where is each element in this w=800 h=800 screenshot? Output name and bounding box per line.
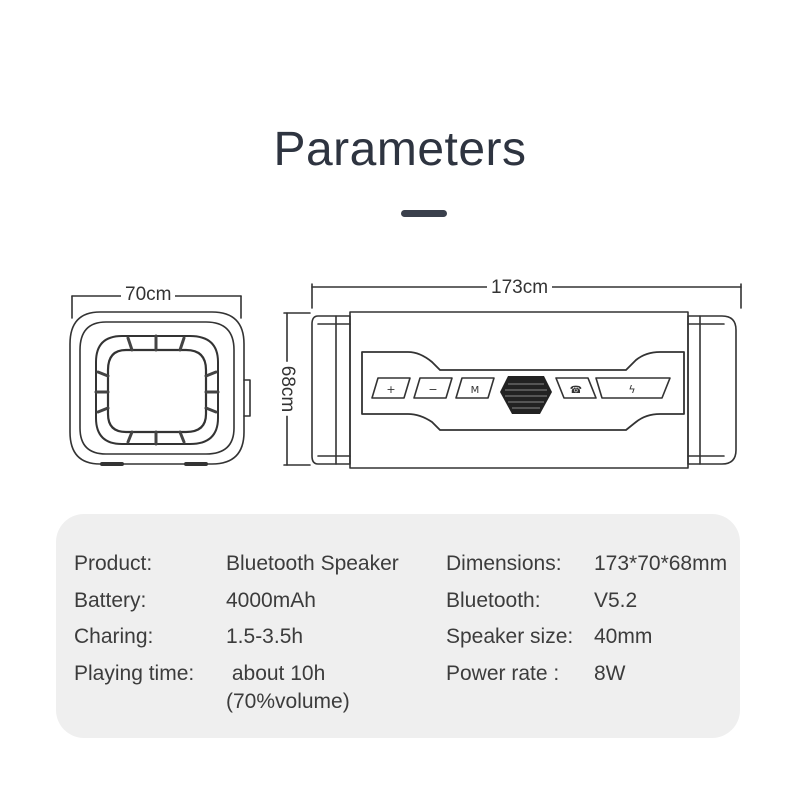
spec-label-speaker-size: Speaker size: xyxy=(446,625,574,648)
phone-icon: ☎ xyxy=(570,385,582,396)
spec-card xyxy=(56,514,740,738)
center-grille xyxy=(500,376,552,414)
minus-icon: − xyxy=(428,383,437,396)
spec-value-charging: 1.5-3.5h xyxy=(226,625,304,648)
spec-label-power-rate: Power rate : xyxy=(446,662,560,685)
speaker-front-view xyxy=(311,311,737,469)
spec-label-battery: Battery: xyxy=(74,589,147,612)
spec-value-product: Bluetooth Speaker xyxy=(226,552,399,575)
page-title: Parameters xyxy=(273,123,527,176)
spec-label-charging: Charing: xyxy=(74,625,154,648)
mode-icon: M xyxy=(471,385,480,396)
spec-label-product: Product: xyxy=(74,552,153,575)
spec-value-power-rate: 8W xyxy=(594,662,626,685)
width-label: 70cm xyxy=(121,284,176,306)
spec-value-dimensions: 173*70*68mm xyxy=(594,552,728,575)
spec-value-bluetooth: V5.2 xyxy=(594,589,638,612)
spec-value-speaker-size: 40mm xyxy=(594,625,653,648)
spec-label-playing-time: Playing time: xyxy=(74,662,195,685)
length-label: 173cm xyxy=(487,277,553,299)
spec-label-dimensions: Dimensions: xyxy=(446,552,562,575)
speaker-side-view xyxy=(69,311,251,466)
spec-value-battery: 4000mAh xyxy=(226,589,316,612)
power-icon: ϟ xyxy=(628,383,635,396)
title-underline xyxy=(401,210,447,217)
spec-value-playing-time: about 10h xyxy=(226,662,326,685)
plus-icon: + xyxy=(386,383,395,396)
spec-value-playing-time-note: (70%volume) xyxy=(226,690,350,713)
height-label: 68cm xyxy=(276,361,299,417)
spec-label-bluetooth: Bluetooth: xyxy=(446,589,541,612)
